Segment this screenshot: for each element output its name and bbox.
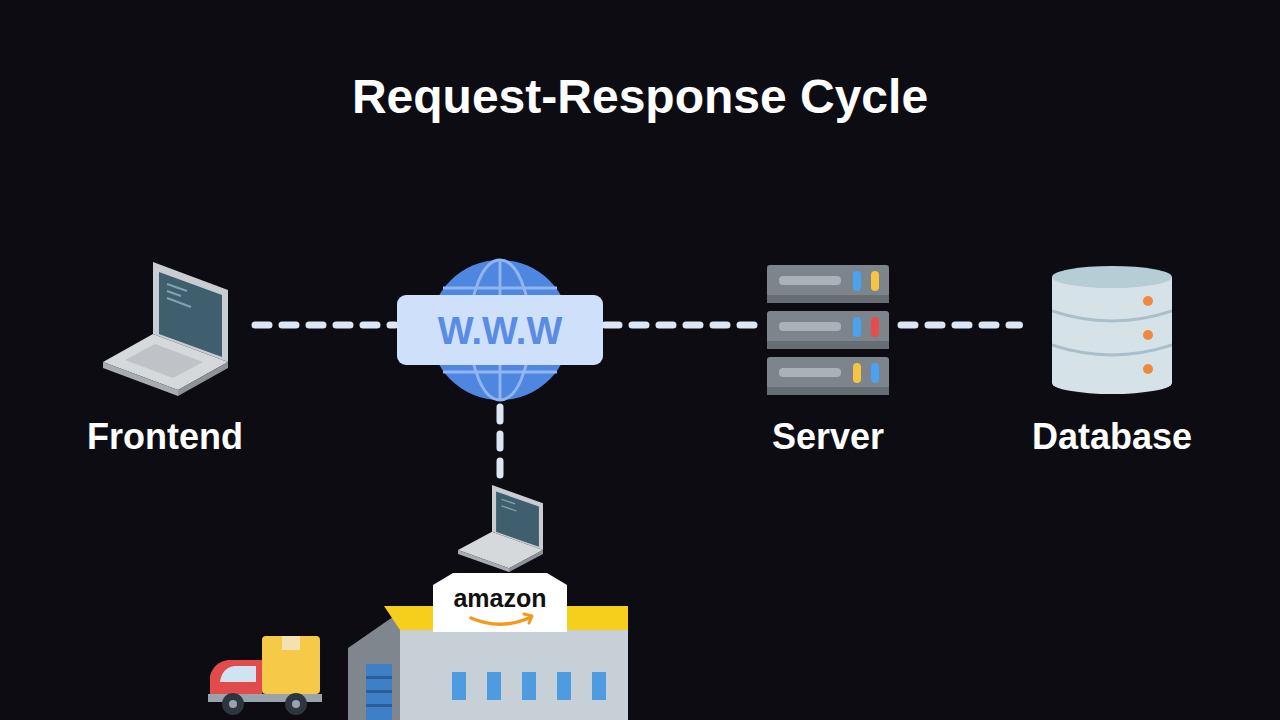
- window: [557, 672, 571, 700]
- database-node: Database: [1020, 265, 1205, 459]
- building-front: [400, 622, 628, 720]
- window: [522, 672, 536, 700]
- door-stripe: [366, 676, 392, 679]
- amazon-sign-icon: [425, 485, 575, 635]
- truck-box-tape: [282, 636, 300, 650]
- diagram-title: Request-Response Cycle: [0, 68, 1280, 126]
- truck-window: [220, 666, 256, 682]
- node-label: Server: [755, 415, 901, 459]
- globe-label: W.W.W: [438, 309, 563, 353]
- door-stripe: [366, 690, 392, 693]
- truck-cab: [210, 660, 262, 698]
- dashed-connector: [497, 407, 504, 483]
- internet-node: W.W.W: [395, 258, 605, 403]
- truck-wheel: [222, 693, 244, 715]
- truck-wheel: [285, 693, 307, 715]
- window: [487, 672, 501, 700]
- dashed-connector: [901, 322, 1020, 329]
- node-label: Database: [1020, 415, 1205, 459]
- building-door: [366, 664, 392, 720]
- truck-box: [262, 636, 320, 694]
- database-icon: [1052, 265, 1172, 395]
- laptop-icon: [103, 262, 228, 398]
- window: [592, 672, 606, 700]
- frontend-node: Frontend: [75, 262, 255, 459]
- node-label: Frontend: [75, 415, 255, 459]
- amazon-node: amazon: [425, 485, 575, 635]
- dashed-connector: [255, 322, 395, 329]
- sign-label: amazon: [425, 583, 575, 613]
- truck-hub: [229, 700, 237, 708]
- dashed-connector: [605, 322, 755, 329]
- building-side: [348, 612, 400, 720]
- window: [452, 672, 466, 700]
- server-icon: [767, 265, 889, 395]
- server-node: Server: [755, 265, 901, 459]
- door-stripe: [366, 704, 392, 707]
- truck-hub: [292, 700, 300, 708]
